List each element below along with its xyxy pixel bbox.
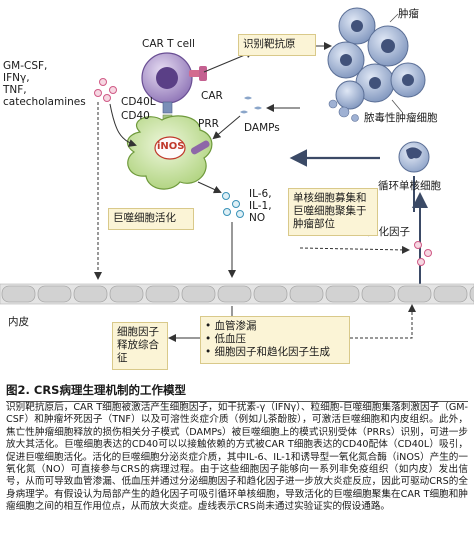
figure-caption-title: 图2. CRS病理生理机制的工作模型 bbox=[6, 382, 468, 402]
cd40-label: CD40 bbox=[121, 110, 150, 122]
diagram-graphics bbox=[0, 7, 474, 342]
prr-label: PRR bbox=[198, 118, 219, 130]
macrophage-cytokine-list: IL-6, IL-1, NO bbox=[249, 188, 272, 224]
dying-tumor-label: 脓毒性肿瘤细胞 bbox=[364, 112, 438, 124]
cd40l-receptor bbox=[162, 101, 173, 114]
effect-item: • 细胞因子和趋化因子生成 bbox=[205, 346, 331, 358]
endothelial-cell bbox=[289, 285, 324, 303]
car-t-cell bbox=[141, 52, 207, 104]
endothelial-cell bbox=[325, 285, 360, 303]
endothelial-cell bbox=[469, 286, 474, 302]
effects-box: • 血管渗漏 • 低血压 • 细胞因子和趋化因子生成 bbox=[200, 316, 350, 364]
tcell-cytokine: GM-CSF, bbox=[3, 60, 48, 72]
endothelial-cell bbox=[397, 285, 432, 303]
tcell-cytokine: IFNγ, bbox=[3, 72, 30, 84]
chemokine-label: 趋化因子 bbox=[368, 226, 410, 238]
endothelial-cell bbox=[253, 285, 288, 303]
endothelial-cell bbox=[37, 285, 72, 303]
endothelial-cell bbox=[181, 285, 216, 303]
car-t-cell-label: CAR T cell bbox=[142, 38, 195, 50]
damp-fragments bbox=[240, 96, 262, 114]
crs-line: 释放综合 bbox=[117, 339, 159, 351]
car-label: CAR bbox=[201, 90, 223, 102]
crs-box: 细胞因子 释放综合 征 bbox=[112, 322, 168, 370]
tcell-cytokine-list: GM-CSF, IFNγ, TNF, catecholamines bbox=[3, 60, 86, 108]
macrophage-cytokine: IL-1, bbox=[249, 200, 272, 212]
recruitment-line: 肿瘤部位 bbox=[293, 218, 335, 230]
tcell-cytokine: catecholamines bbox=[3, 96, 86, 108]
recruitment-line: 单核细胞募集和 bbox=[293, 192, 367, 204]
recruitment-line: 巨噬细胞聚集于 bbox=[293, 205, 367, 217]
inos-label: iNOS bbox=[157, 141, 185, 152]
tumor-cluster bbox=[327, 7, 426, 110]
endothelial-cell bbox=[1, 285, 36, 303]
monocyte-label: 循环单核细胞 bbox=[378, 180, 441, 192]
endothelial-cell bbox=[73, 285, 108, 303]
macrophage-activation-box: 巨噬细胞活化 bbox=[108, 208, 194, 230]
cd40l-label: CD40L bbox=[121, 96, 156, 108]
macrophage bbox=[126, 115, 213, 190]
endothelium-layer bbox=[0, 283, 474, 305]
effect-item: • 低血压 bbox=[205, 333, 247, 345]
antigen-recognition-box: 识别靶抗原 bbox=[238, 34, 316, 56]
cytokine-dots-tcell bbox=[94, 78, 117, 102]
endothelial-cell bbox=[145, 285, 180, 303]
tumor-label: 肿瘤 bbox=[398, 8, 419, 20]
diagram: CAR T cell CAR CD40L CD40 PRR iNOS 肿瘤 脓毒… bbox=[0, 7, 474, 370]
cytokine-dots-macrophage bbox=[222, 192, 244, 218]
macrophage-cytokine: IL-6, bbox=[249, 188, 272, 200]
recruitment-box: 单核细胞募集和 巨噬细胞聚集于 肿瘤部位 bbox=[288, 188, 378, 236]
chemokine-dots bbox=[414, 241, 432, 266]
endothelial-cell bbox=[109, 285, 144, 303]
endothelium-label: 内皮 bbox=[8, 316, 29, 328]
endothelial-cell bbox=[433, 285, 468, 303]
effect-item: • 血管渗漏 bbox=[205, 320, 257, 332]
endothelial-cell bbox=[361, 285, 396, 303]
circulating-monocyte bbox=[398, 141, 430, 173]
damps-label: DAMPs bbox=[244, 122, 280, 134]
macrophage-cytokine: NO bbox=[249, 212, 266, 224]
crs-line: 细胞因子 bbox=[117, 326, 159, 338]
dying-tumor-cell bbox=[328, 99, 359, 122]
endothelial-cell bbox=[217, 285, 252, 303]
tcell-cytokine: TNF, bbox=[3, 84, 27, 96]
figure-caption-body: 识别靶抗原后，CAR T细胞被激活产生细胞因子，如干扰素-γ（IFNγ）、粒细胞… bbox=[6, 402, 468, 513]
crs-line: 征 bbox=[117, 352, 128, 364]
